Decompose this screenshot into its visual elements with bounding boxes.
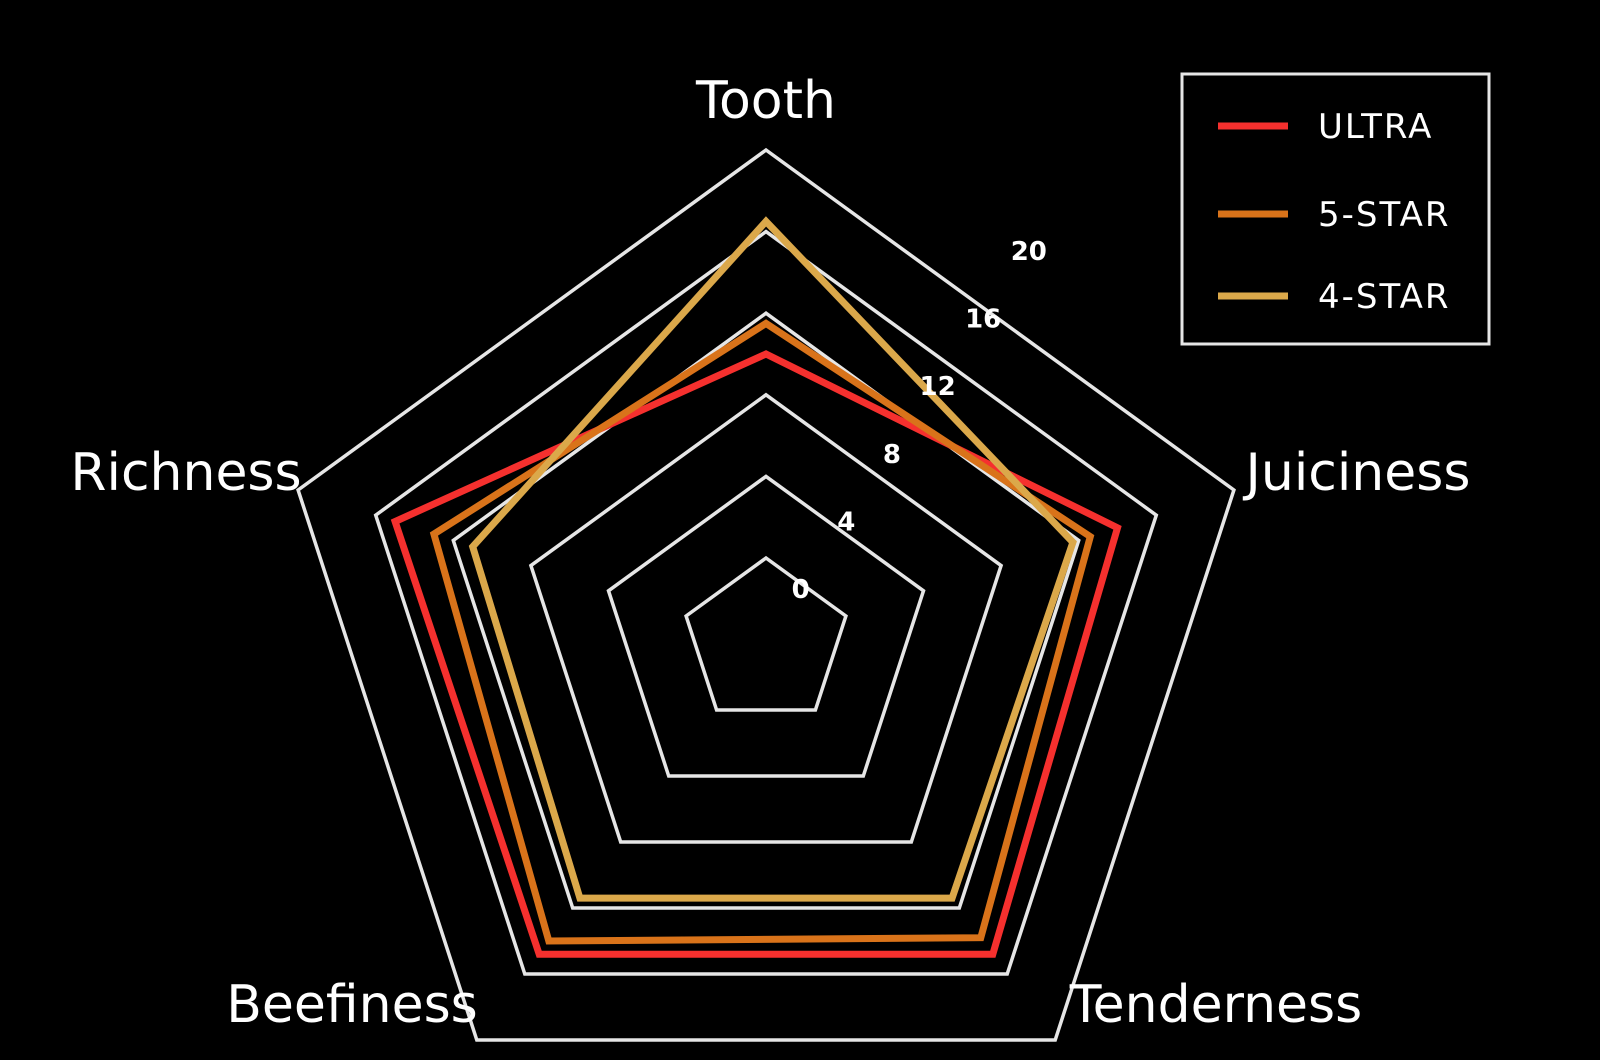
legend-label-4-star: 4-STAR [1318,277,1451,317]
axis-label-juiciness: Juiciness [1243,443,1471,503]
series-layer [390,216,1122,958]
grid-ring-16 [373,229,1159,976]
grid-layer [296,147,1236,1042]
legend-box [1180,72,1491,346]
tick-label-4: 4 [837,508,855,538]
series-5-star [429,319,1095,945]
series-4-star [468,216,1077,902]
axis-label-beefiness: Beefiness [226,975,478,1035]
tick-label-20: 20 [1011,237,1047,267]
axis-label-tenderness: Tenderness [1069,975,1362,1035]
tick-label-layer: 0 4 8 12 16 20 [792,237,1047,605]
legend-label-5-star: 5-STAR [1318,195,1451,235]
axis-label-richness: Richness [70,443,301,503]
grid-ring-20 [296,147,1236,1042]
grid-ring-12 [451,311,1081,910]
tick-label-16: 16 [965,305,1001,335]
tick-label-12: 12 [920,372,956,402]
series-ultra [390,350,1122,958]
legend-label-ultra: ULTRA [1318,107,1433,147]
legend: ULTRA 5-STAR 4-STAR [1180,72,1491,346]
grid-ring-4 [606,474,926,778]
grid-ring-8 [528,392,1004,844]
tick-label-8: 8 [883,440,901,470]
axis-label-tooth: Tooth [695,71,836,131]
grid-ring-0 [684,555,848,712]
tick-label-0: 0 [792,575,810,605]
